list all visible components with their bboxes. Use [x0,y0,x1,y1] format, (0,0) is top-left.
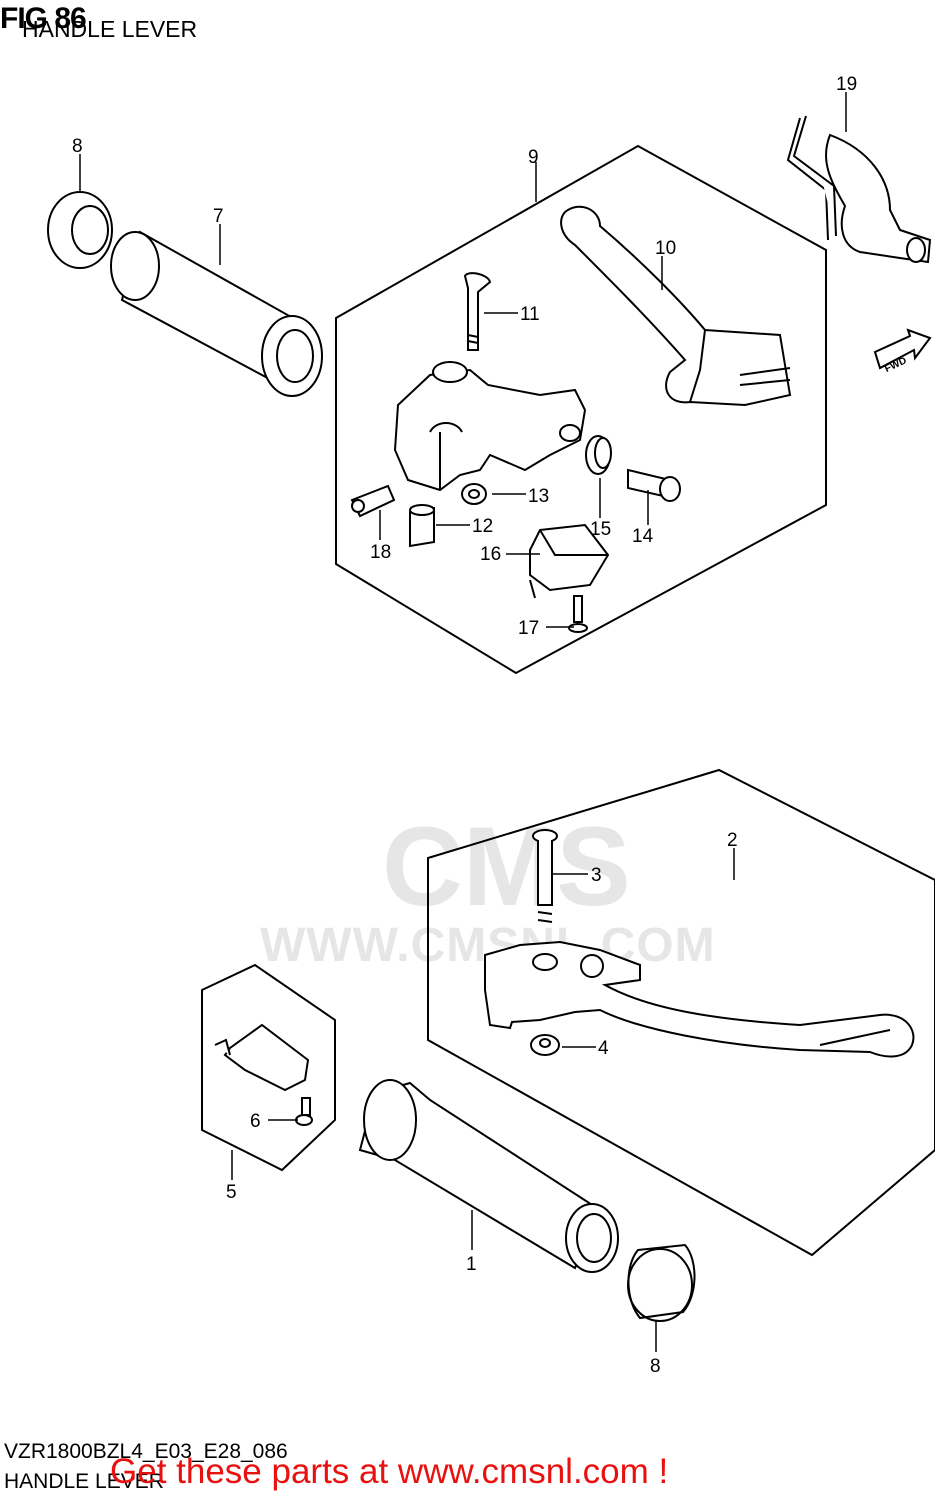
callout-9: 9 [528,147,539,168]
callout-17: 17 [518,618,539,639]
footer-figure-name: HANDLE LEVER [4,1470,164,1493]
fwd-arrow-icon [873,328,932,370]
callout-11: 11 [520,304,540,325]
callout-13: 13 [528,486,549,507]
assembly-box-2 [427,768,935,1257]
callout-2: 2 [727,830,738,851]
part-17-screw [568,595,588,633]
part-12-collar [409,504,435,548]
callout-12: 12 [472,516,493,537]
part-11-pivot-bolt [463,272,492,351]
callout-8-top: 8 [72,136,83,157]
part-7-grip [110,230,323,397]
callout-4: 4 [598,1038,609,1059]
assembly-box-9 [335,144,827,675]
callout-18: 18 [370,542,391,563]
callout-6: 6 [250,1111,261,1132]
part-13-nut [461,483,487,505]
callout-3: 3 [591,865,602,886]
part-15-adjuster [585,435,612,475]
part-14-adjuster-bolt [627,468,681,502]
watermark-logo: CMS [382,804,631,929]
figure-name: HANDLE LEVER [22,16,198,42]
callout-14: 14 [632,526,654,547]
assembly-box-5 [201,963,336,1172]
part-3-pivot-bolt [532,829,558,923]
part-2-brake-lever [484,940,915,1058]
callout-16: 16 [480,544,501,565]
part-10-lever [560,205,792,407]
callout-19: 19 [836,74,857,95]
part-6-screw [295,1097,313,1126]
promo-link[interactable]: Get these parts at www.cmsnl.com ! [110,1452,669,1491]
model-code: VZR1800BZL4_E03_E28_086 [4,1440,288,1463]
callout-5: 5 [226,1182,237,1203]
part-18-screw [350,484,396,518]
part-8-end-ring [47,191,113,269]
part-8-end-cap [627,1243,696,1322]
callout-7: 7 [213,206,224,227]
callout-1: 1 [466,1254,477,1275]
callout-10: 10 [655,238,676,259]
part-5-switch [214,1023,310,1092]
figure-label: FIG 86 [0,2,87,35]
part-16-switch [529,523,610,599]
part-19-lever-cover [786,115,932,264]
callout-15: 15 [590,519,611,540]
part-9-lever-holder [393,361,587,492]
callout-8-bottom: 8 [650,1356,661,1377]
part-1-throttle-grip [358,1079,619,1273]
part-4-nut [530,1034,560,1056]
